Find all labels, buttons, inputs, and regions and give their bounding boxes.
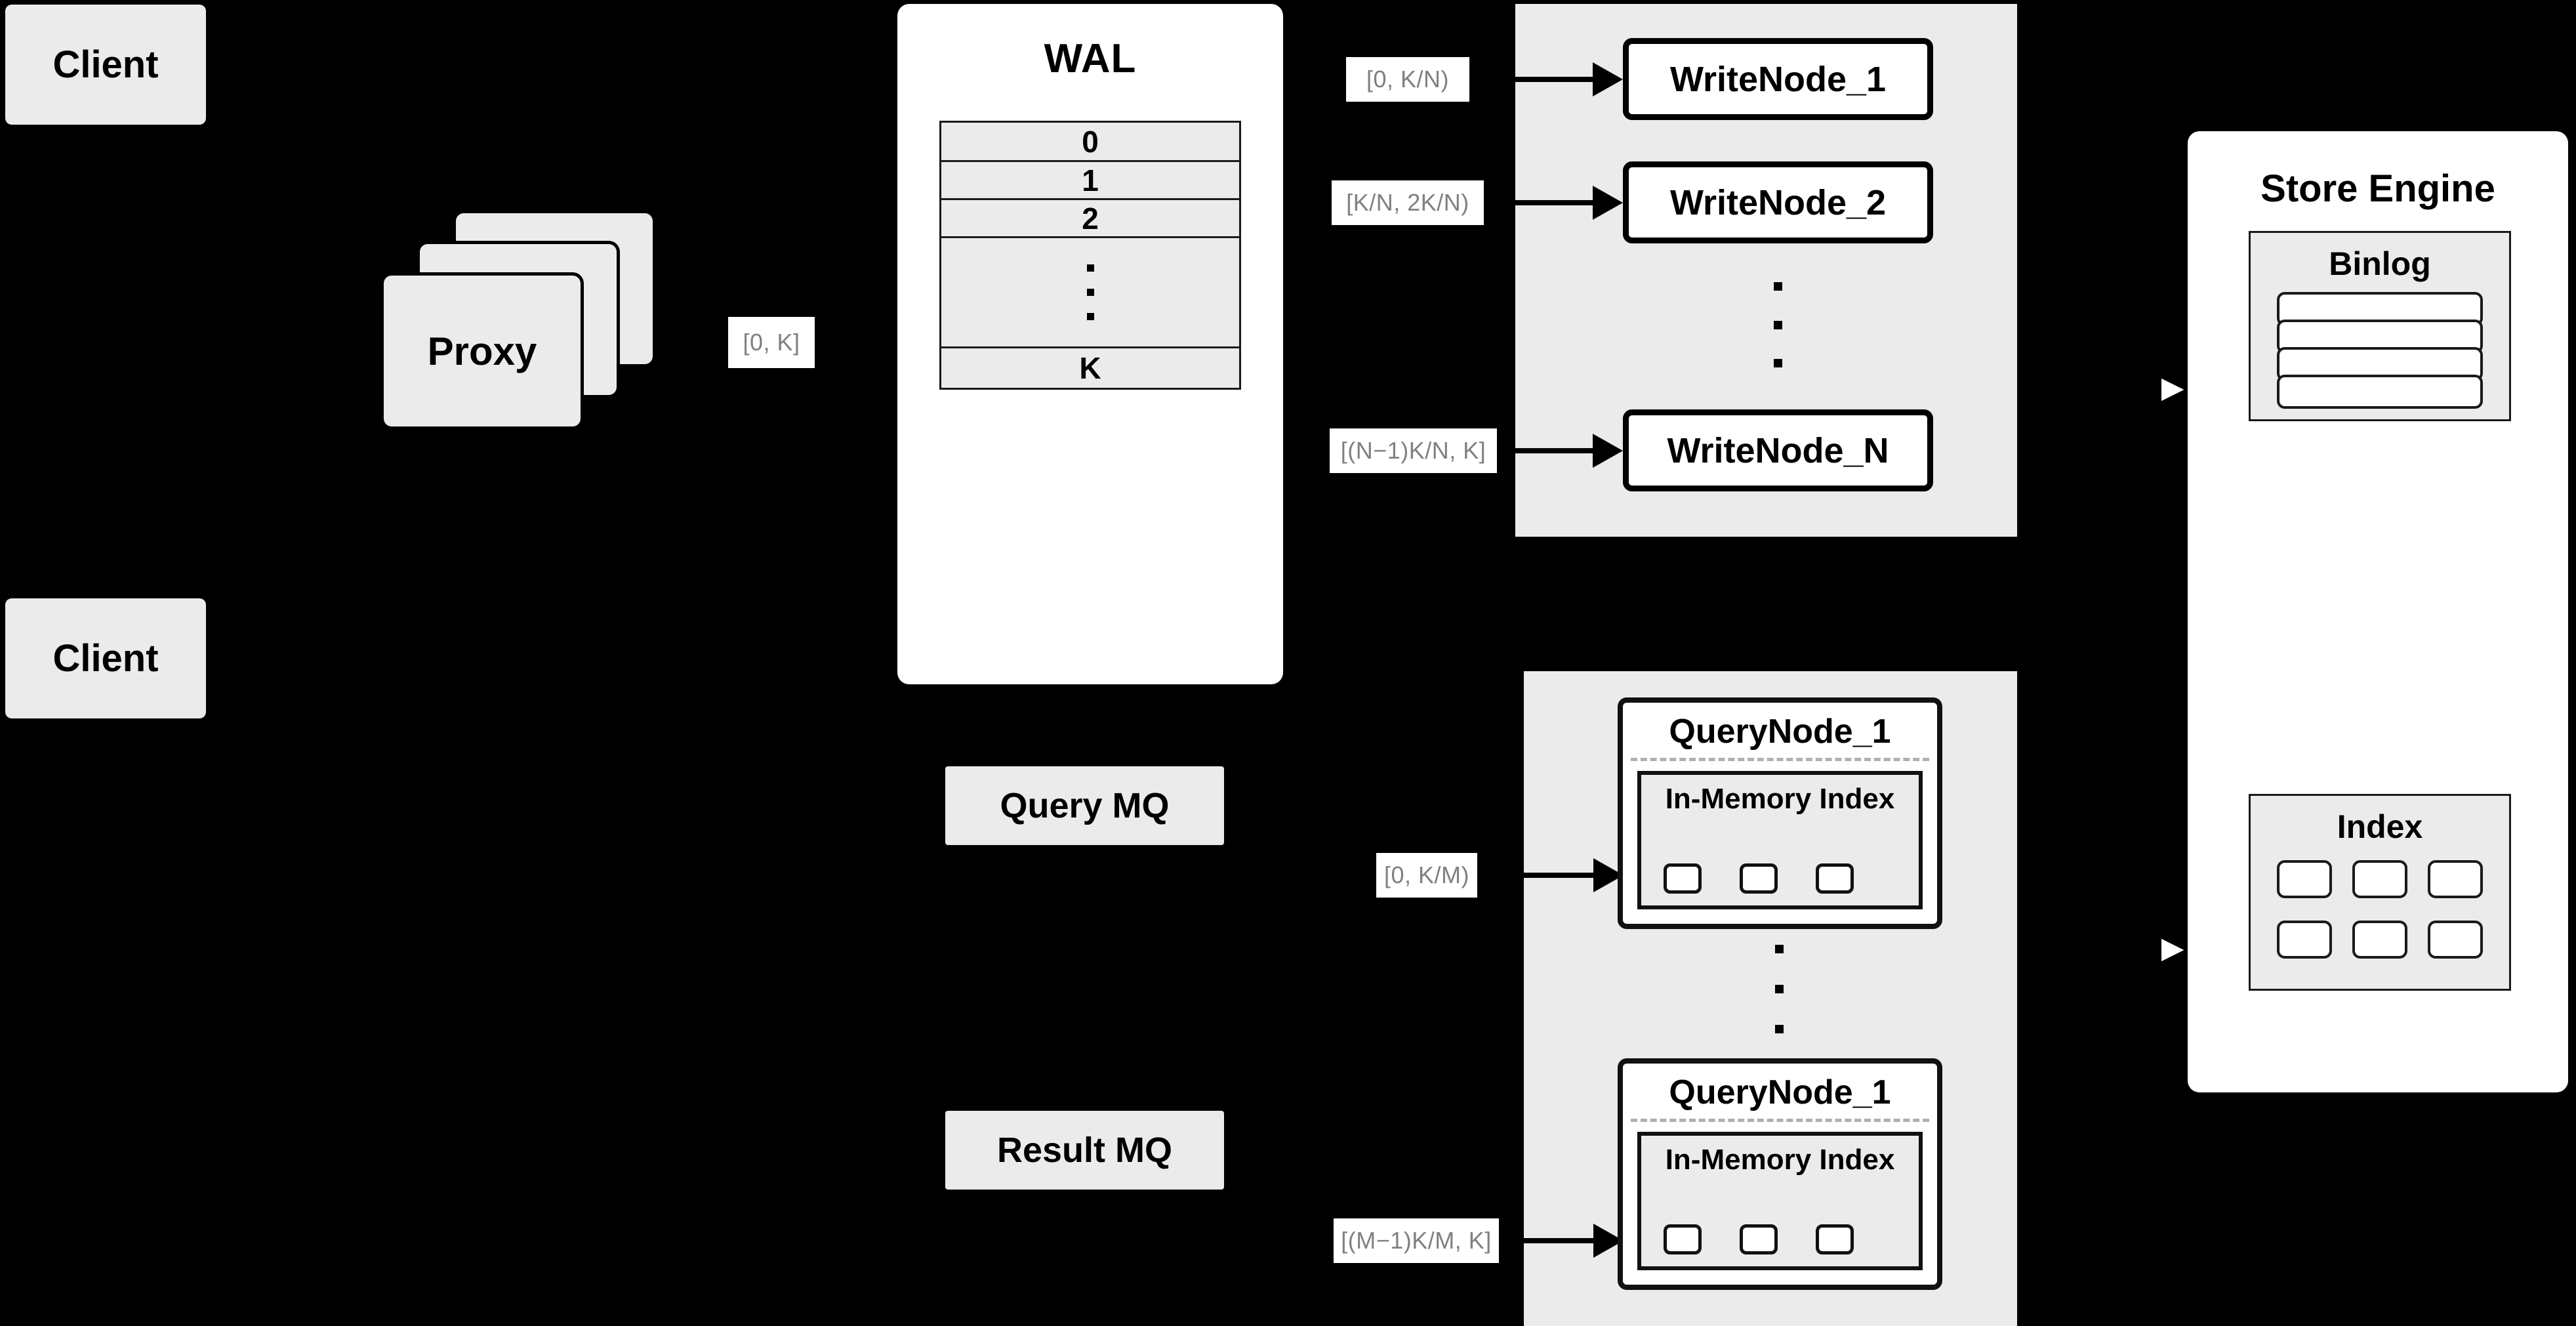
write-node-2[interactable]: WriteNode_2 (1623, 161, 1933, 243)
ellipsis-dot (1086, 289, 1094, 296)
wal-title: WAL (1044, 36, 1137, 81)
index-segment[interactable] (1740, 863, 1778, 894)
binlog-title: Binlog (2329, 245, 2431, 282)
ellipsis-dot (1774, 945, 1784, 953)
write-node-2-range-label: [K/N, 2K/N) (1332, 180, 1484, 225)
client-label: Client (52, 43, 159, 86)
ellipsis-dot (1773, 359, 1782, 367)
query-mq-node[interactable]: Query MQ (945, 766, 1224, 845)
write-node-n[interactable]: WriteNode_N (1623, 409, 1933, 491)
arrow-shaft (1511, 200, 1595, 205)
proxy-card-front[interactable]: Proxy (384, 276, 581, 426)
result-mq-label: Result MQ (996, 1130, 1173, 1170)
write-node-1-range-label: [0, K/N) (1346, 57, 1469, 102)
query-mq-label: Query MQ (1000, 786, 1170, 825)
arrow-shaft (2120, 948, 2167, 953)
write-node-2-arrow (1511, 186, 1623, 220)
ellipsis-dot (1773, 282, 1782, 291)
open-arrow-head-icon (2158, 933, 2191, 967)
wal-panel: WAL 0 1 2 K (897, 4, 1283, 684)
binlog-inflow-arrow (2120, 373, 2191, 407)
ellipsis-dot (1774, 985, 1784, 993)
query-node-title: QueryNode_1 (1669, 713, 1891, 751)
wal-entry[interactable]: K (1079, 351, 1101, 385)
in-memory-index-title: In-Memory Index (1665, 1144, 1895, 1176)
index-inflow-arrow (2120, 933, 2191, 967)
index-cell[interactable] (2277, 860, 2332, 898)
wal-entry-list: 0 1 2 K (939, 121, 1241, 390)
query-node-1-range-label: [0, K/M) (1376, 853, 1477, 898)
proxy-range-label: [0, K] (728, 317, 815, 368)
write-node-1[interactable]: WriteNode_1 (1623, 38, 1933, 120)
arrow-head-icon (1593, 434, 1623, 468)
write-cluster-ellipsis (1771, 282, 1784, 367)
ellipsis-dot (1774, 1025, 1784, 1033)
store-engine-title: Store Engine (2260, 167, 2495, 210)
wal-entry[interactable]: 0 (941, 123, 1239, 162)
binlog-entry[interactable] (2277, 375, 2483, 409)
query-node-2-range-label: [(M−1)K/M, K] (1334, 1218, 1499, 1263)
query-node-title: QueryNode_1 (1669, 1073, 1891, 1111)
query-cluster-ellipsis (1772, 945, 1786, 1033)
index-segment[interactable] (1740, 1224, 1778, 1254)
index-segment[interactable] (1664, 1224, 1702, 1254)
wal-entry-ellipsis (941, 238, 1239, 348)
index-segment[interactable] (1664, 863, 1702, 894)
index-cell[interactable] (2428, 860, 2483, 898)
arrow-shaft (2120, 388, 2167, 392)
arrow-shaft (1511, 77, 1595, 82)
wal-entry[interactable]: 2 (941, 200, 1239, 238)
ellipsis-dot (1086, 264, 1094, 272)
query-node-1-arrow (1522, 858, 1624, 892)
query-node-2[interactable]: QueryNode_1 In-Memory Index (1618, 1058, 1942, 1290)
index-panel: Index (2249, 794, 2511, 991)
query-node-divider (1631, 758, 1929, 761)
index-cell[interactable] (2352, 860, 2407, 898)
query-node-1[interactable]: QueryNode_1 In-Memory Index (1618, 697, 1942, 929)
index-cell[interactable] (2352, 921, 2407, 959)
write-node-1-arrow (1511, 62, 1623, 96)
index-segment[interactable] (1816, 863, 1854, 894)
arrow-head-icon (1593, 186, 1623, 220)
client-node-2[interactable]: Client (5, 598, 206, 718)
write-node-n-arrow (1511, 434, 1623, 468)
client-node-1[interactable]: Client (5, 5, 206, 125)
index-cell[interactable] (2277, 921, 2332, 959)
arrow-head-icon (1593, 62, 1623, 96)
in-memory-index-panel: In-Memory Index (1637, 771, 1923, 909)
store-engine-panel: Store Engine Binlog Index (2188, 131, 2568, 1092)
index-segment[interactable] (1816, 1224, 1854, 1254)
index-cell[interactable] (2428, 921, 2483, 959)
client-label: Client (52, 637, 159, 680)
query-node-2-arrow (1522, 1224, 1624, 1258)
proxy-stack[interactable]: Proxy (384, 213, 666, 430)
arrow-shaft (1522, 1238, 1596, 1243)
arrow-shaft (1511, 448, 1595, 453)
open-arrow-head-icon (2158, 373, 2191, 407)
proxy-label: Proxy (427, 329, 537, 373)
wal-entry[interactable]: 1 (941, 162, 1239, 200)
binlog-panel: Binlog (2249, 231, 2511, 421)
write-node-n-range-label: [(N−1)K/N, K] (1330, 428, 1497, 473)
result-mq-node[interactable]: Result MQ (945, 1111, 1224, 1190)
in-memory-index-panel: In-Memory Index (1637, 1132, 1923, 1270)
arrow-shaft (1522, 873, 1596, 878)
ellipsis-dot (1773, 320, 1782, 329)
ellipsis-dot (1086, 313, 1094, 320)
index-title: Index (2337, 808, 2423, 845)
query-node-divider (1631, 1119, 1929, 1122)
in-memory-index-title: In-Memory Index (1665, 783, 1895, 815)
